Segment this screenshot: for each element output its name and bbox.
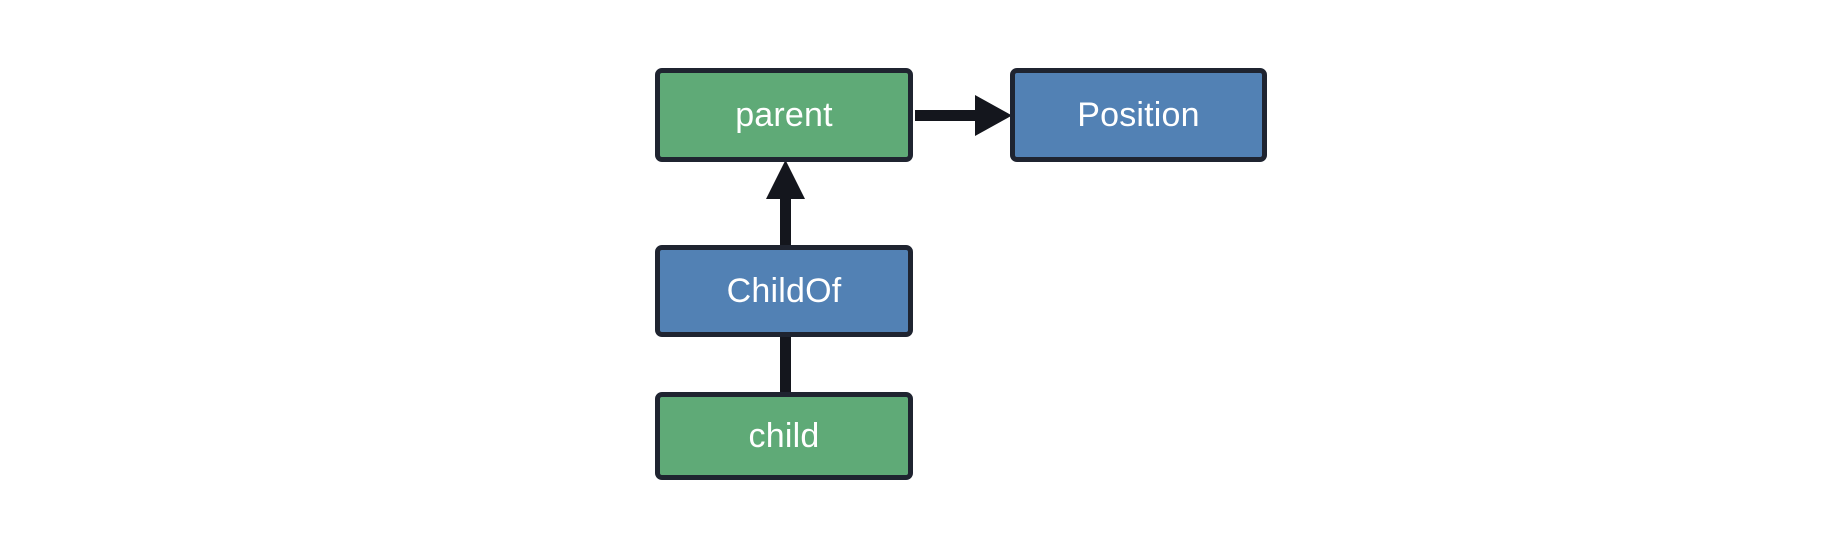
node-position-label: Position bbox=[1077, 96, 1200, 134]
node-child-label: child bbox=[748, 417, 820, 455]
node-childof[interactable]: ChildOf bbox=[655, 245, 913, 337]
edge-parent-to-position-hitbox[interactable] bbox=[913, 100, 1013, 132]
edge-child-to-childof-hitbox[interactable] bbox=[772, 335, 800, 395]
node-parent[interactable]: parent bbox=[655, 68, 913, 162]
node-child[interactable]: child bbox=[655, 392, 913, 480]
node-childof-label: ChildOf bbox=[726, 272, 842, 310]
node-position[interactable]: Position bbox=[1010, 68, 1267, 162]
node-parent-label: parent bbox=[735, 96, 833, 134]
edge-childof-to-parent-hitbox[interactable] bbox=[768, 160, 804, 248]
